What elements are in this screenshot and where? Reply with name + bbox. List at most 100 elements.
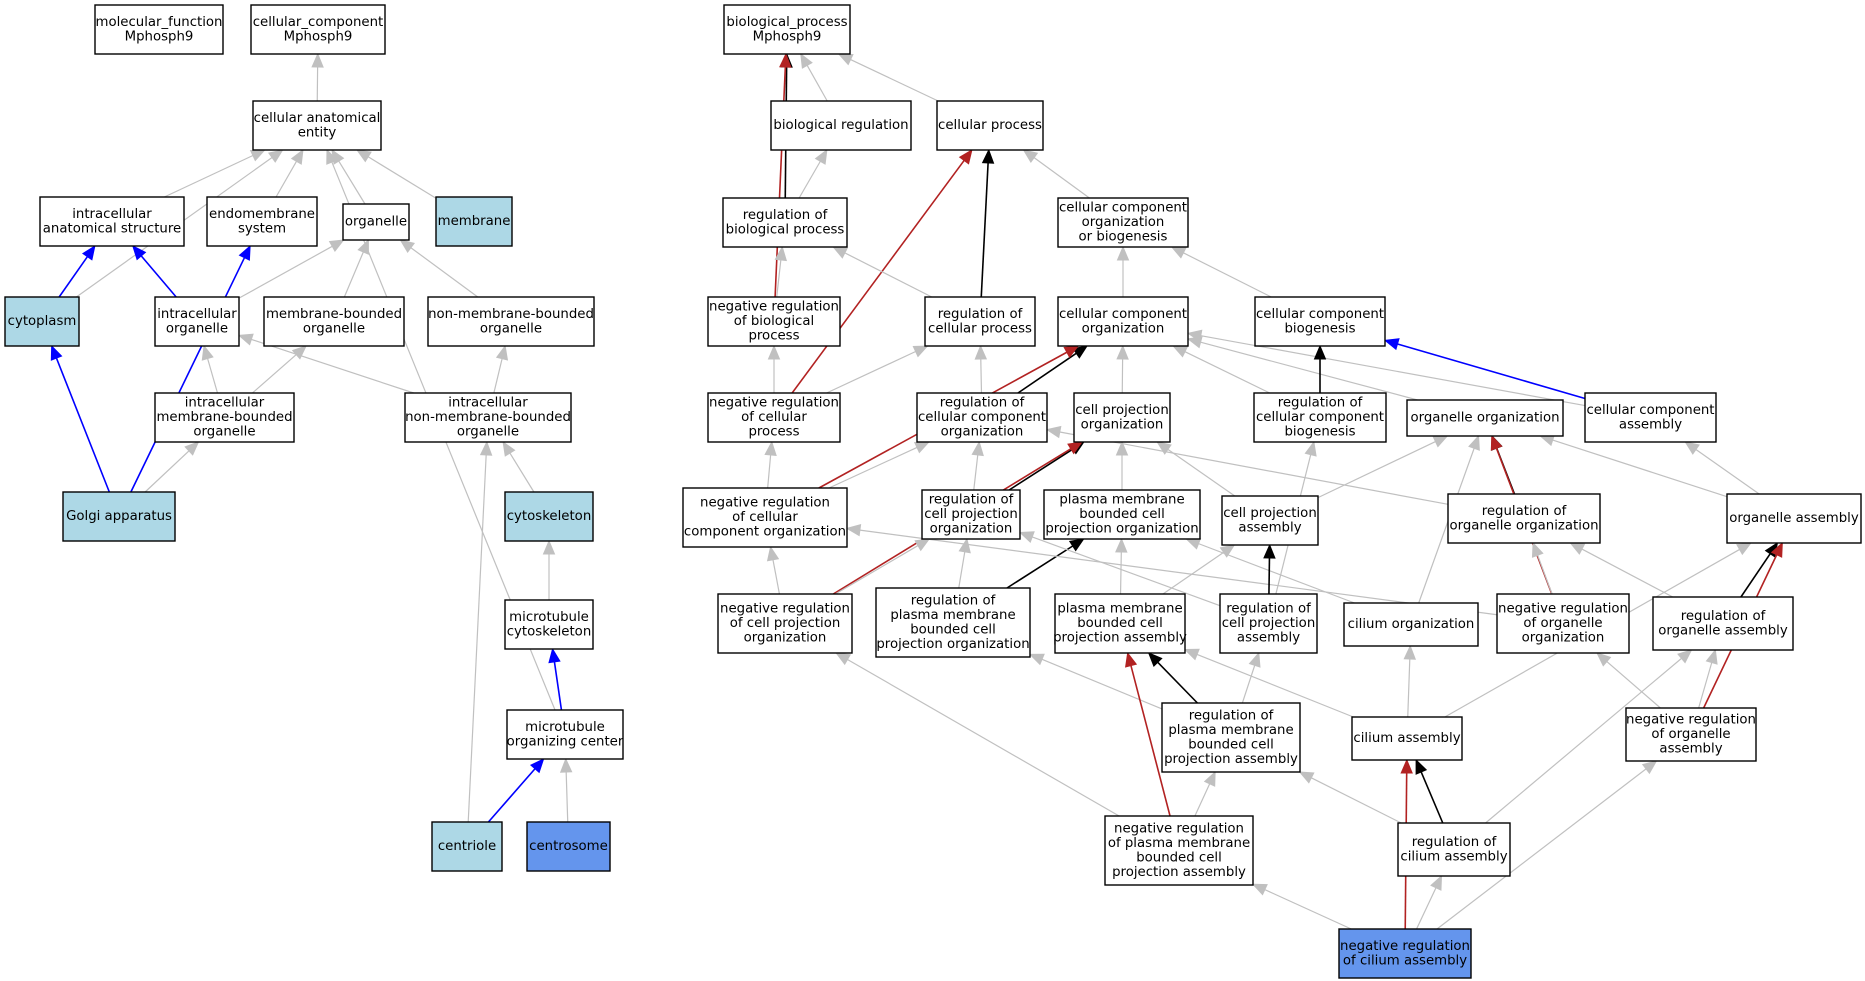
term-node-golgi[interactable]: Golgi apparatus (62, 491, 176, 542)
edge-is-a (1531, 541, 1553, 595)
edge-line (1485, 657, 1682, 824)
edge-line (1183, 252, 1272, 298)
edge-is-a (1115, 537, 1128, 595)
term-node-inmbo[interactable]: intracellularnon-membrane-boundedorganel… (404, 392, 572, 443)
term-box (435, 196, 513, 247)
edge-line (1041, 658, 1163, 710)
edge-is-a (1698, 648, 1718, 709)
arrowhead (774, 245, 788, 262)
term-node-organelle[interactable]: organelle (342, 203, 410, 241)
edge-line (859, 529, 1498, 616)
term-label-line: organelle (303, 321, 365, 336)
edge-is-a (767, 344, 781, 393)
term-box (1584, 392, 1717, 443)
arrowhead (814, 148, 828, 165)
term-label-line: Mphosph9 (125, 29, 194, 44)
term-box (707, 296, 841, 347)
edge-line (553, 661, 563, 711)
edge-line (980, 358, 983, 394)
arrowhead (767, 344, 781, 360)
term-node-orgasm[interactable]: organelle assembly (1726, 493, 1862, 544)
term-box (342, 203, 410, 241)
edge-line (1017, 352, 1077, 394)
term-node-cytoskel[interactable]: cytoskeleton (504, 491, 594, 542)
term-node-centrosome[interactable]: centrosome (526, 821, 611, 872)
arrowhead (249, 149, 266, 162)
arrowhead (238, 244, 251, 261)
edge-line (772, 559, 781, 595)
edge-line (1698, 662, 1713, 709)
term-node-ciliumorg[interactable]: cilium organization (1343, 602, 1479, 647)
term-node-bioreg[interactable]: biological regulation (770, 100, 912, 151)
term-node-centriole[interactable]: centriole (431, 821, 503, 872)
term-label-line: biogenesis (1284, 425, 1355, 440)
term-label-line: negative regulation (720, 602, 850, 617)
edge-is-a (774, 245, 788, 298)
arrowhead (1172, 345, 1189, 358)
arrowhead (548, 647, 561, 664)
term-box (526, 821, 611, 872)
arrowhead (1705, 648, 1718, 665)
term-box (936, 100, 1044, 151)
term-label-line: biological process (726, 222, 845, 237)
arrowhead (1684, 441, 1700, 455)
term-node-orgorg[interactable]: organelle organization (1406, 399, 1564, 437)
term-box (431, 821, 503, 872)
edge-is-a (343, 238, 369, 298)
term-box (924, 296, 1036, 347)
term-node-ciliumasm[interactable]: cilium assembly (1351, 716, 1463, 761)
term-box (916, 392, 1048, 443)
term-node-cellproc[interactable]: cellular process (936, 100, 1044, 151)
edge-regulates (1263, 543, 1276, 595)
edge-line (467, 454, 487, 823)
edge-line (1006, 545, 1074, 589)
term-box (154, 392, 295, 443)
edge-is-a (1170, 246, 1272, 298)
term-node-membrane[interactable]: membrane (435, 196, 513, 247)
arrowhead (184, 441, 200, 456)
arrowhead (971, 440, 984, 457)
term-node-cytoplasm[interactable]: cytoplasm (4, 296, 80, 347)
edge-is-a (1436, 760, 1658, 930)
arrowhead (1432, 435, 1449, 448)
